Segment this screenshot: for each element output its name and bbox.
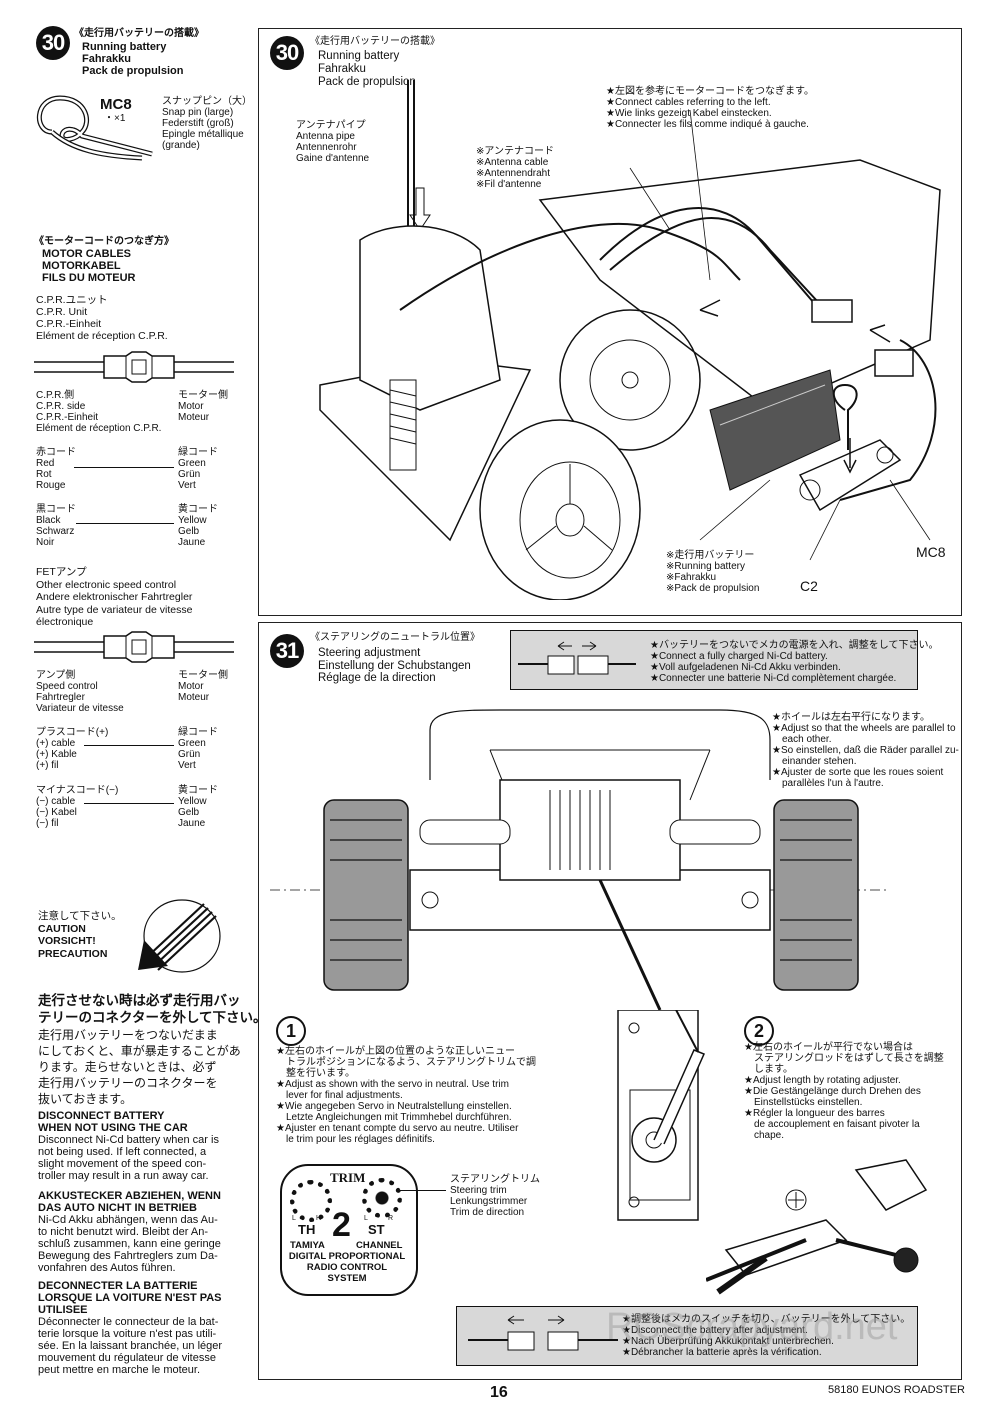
step-2-instructions: ★左右のホイールが平行でない場合は ステアリングロッドをはずして長さを調整 しま… <box>744 1042 944 1141</box>
green-cable-label: 緑コード Green Grün Vert <box>178 447 218 491</box>
caution-label: 注意して下さい。 CAUTION VORSICHT! PRECAUTION <box>38 910 122 960</box>
minus-yellow-line <box>84 803 174 804</box>
cpr-unit-label: C.P.R.ユニット C.P.R. Unit C.P.R.-Einheit El… <box>36 294 168 342</box>
st-label: ST <box>368 1222 385 1237</box>
panel-30-title: Running battery Fahrakku Pack de propuls… <box>318 50 416 88</box>
mc8-code: MC8 <box>100 96 132 113</box>
page-number: 16 <box>490 1384 508 1401</box>
step-2-marker: 2 <box>744 1016 774 1046</box>
panel-30-title-jp: 《走行用バッテリーの搭載》 <box>310 36 440 47</box>
th-label: TH <box>298 1222 316 1237</box>
connect-cables-note: ★左図を参考にモーターコードをつなぎます。 ★Connect cables re… <box>606 86 814 130</box>
tamiya-label: TAMIYA <box>290 1240 325 1251</box>
black-cable-label: 黒コード Black Schwarz Noir <box>36 504 76 548</box>
antenna-pipe-label: アンテナパイプ Antenna pipe Antennenrohr Gaine … <box>296 120 370 164</box>
panel-31-title: Steering adjustment Einstellung der Schu… <box>318 647 471 684</box>
plus-cable-label: プラスコード(+) (+) cable (+) Kable (+) fil <box>36 727 109 771</box>
connect-battery-note: ★バッテリーをつないでメカの電源を入れ、調整をして下さい。 ★Connect a… <box>650 640 939 684</box>
yellow-cable-label: 黄コード Yellow Gelb Jaune <box>178 504 218 548</box>
antenna-cord-label: ※アンテナコード ※Antenna cable ※Antennendraht ※… <box>476 146 554 190</box>
warning-fr: DECONNECTER LA BATTERIE LORSQUE LA VOITU… <box>38 1280 223 1376</box>
step-30-title-de: Fahrakku <box>82 53 131 65</box>
yellow-cable-label-2: 黄コード Yellow Gelb Jaune <box>178 785 218 829</box>
wheels-parallel-note: ★ホイールは左右平行になります。 ★Adjust so that the whe… <box>772 712 959 789</box>
black-yellow-line <box>76 523 174 524</box>
trim-l-label: L <box>292 1215 296 1222</box>
panel-31-badge: 31 <box>270 634 304 668</box>
green-cable-label-2: 緑コード Green Grün Vert <box>178 727 218 771</box>
warning-jp-body: 走行用バッテリーをつないだまま にしておくと、車が暴走することがあ ります。走ら… <box>38 1028 241 1106</box>
plus-green-line <box>84 745 174 746</box>
mc8-callout: MC8 <box>916 544 946 560</box>
minus-cable-label: マイナスコード(−) (−) cable (−) Kabel (−) fil <box>36 785 119 829</box>
rod-adjust-illustration <box>706 1159 928 1295</box>
radio-line-4: SYSTEM <box>327 1273 367 1284</box>
connector-plug-icon <box>518 641 636 675</box>
red-cable-label: 赤コード Red Rot Rouge <box>36 447 76 491</box>
cpr-side-label: C.P.R.側 C.P.R. side C.P.R.-Einheit Eléme… <box>36 390 162 434</box>
throttle-trim-dial[interactable] <box>290 1180 332 1222</box>
two-channel-logo: 2 <box>332 1206 351 1244</box>
step-1-instructions: ★左右のホイールが上図の位置のような正しいニュー トラルポジションになるよう、ス… <box>276 1046 536 1145</box>
c2-callout: C2 <box>800 578 818 594</box>
trim-label: TRIM <box>330 1170 366 1185</box>
trim-l2-label: L <box>364 1215 368 1222</box>
warning-de: AKKUSTECKER ABZIEHEN, WENN DAS AUTO NICH… <box>38 1190 221 1274</box>
steering-trim-leader <box>396 1190 446 1191</box>
fet-label: FETアンプ Other electronic speed control An… <box>36 566 193 628</box>
trim-r-label: R <box>388 1215 394 1222</box>
battery-install-illustration <box>319 80 941 600</box>
channel-label: CHANNEL <box>356 1240 403 1251</box>
red-green-line <box>74 467 174 468</box>
watermark: RCScrapyard.net <box>606 1306 898 1348</box>
amp-side-label: アンプ側 Speed control Fahrtregler Variateur… <box>36 670 124 714</box>
motor-side-label-2: モーター側 Motor Moteur <box>178 670 228 703</box>
step-30-title-jp: 《走行用バッテリーの搭載》 <box>74 28 204 39</box>
motor-side-label: モーター側 Motor Moteur <box>178 390 228 423</box>
warning-jp-head: 走行させない時は必ず走行用バッ テリーのコネクターを外して下さい。 <box>38 993 267 1025</box>
step-30-title-en: Running battery <box>82 41 167 53</box>
mc8-labels: スナップピン（大） Snap pin (large) Federstift (g… <box>162 96 252 151</box>
step-31-panel <box>258 622 962 1380</box>
step-1-marker: 1 <box>276 1016 306 1046</box>
disconnect-battery-note: ★調整後はメカのスイッチを切り、バッテリーを外して下さい。 ★Disconnec… <box>622 1314 911 1358</box>
caution-arrow-icon <box>138 899 221 973</box>
mc8-qty: ・×1 <box>104 113 126 124</box>
steering-trim-dial[interactable] <box>362 1178 402 1218</box>
radio-line-3: RADIO CONTROL <box>306 1262 388 1273</box>
radio-line-2: DIGITAL PROPORTIONAL <box>288 1251 406 1262</box>
step-30-title-fr: Pack de propulsion <box>82 65 184 77</box>
servo-illustration <box>617 1010 706 1221</box>
step-30-badge: 30 <box>36 26 70 60</box>
step-30-panel <box>258 28 962 616</box>
fet-connector-illustration <box>34 631 234 663</box>
radio-transmitter <box>280 1164 418 1296</box>
cpr-connector-illustration <box>34 351 234 383</box>
trim-h-label: H <box>316 1215 322 1222</box>
warning-en: DISCONNECT BATTERY WHEN NOT USING THE CA… <box>38 1110 219 1182</box>
snap-pin-illustration <box>36 95 153 161</box>
panel-30-badge: 30 <box>270 36 304 70</box>
steering-illustration <box>270 709 890 1011</box>
connector-unplug-icon <box>468 1315 618 1351</box>
running-battery-label: ※走行用バッテリー ※Running battery ※Fahrakku ※Pa… <box>666 550 760 594</box>
panel-31-title-jp: 《ステアリングのニュートラル位置》 <box>310 632 480 643</box>
model-name: 58180 EUNOS ROADSTER <box>828 1384 965 1396</box>
steering-trim-label: ステアリングトリム Steering trim Lenkungstrimmer … <box>450 1174 540 1218</box>
motor-cables-title: MOTOR CABLES MOTORKABEL FILS DU MOTEUR <box>42 248 136 284</box>
motor-cables-jp: 《モーターコードのつなぎ方》 <box>34 236 174 247</box>
